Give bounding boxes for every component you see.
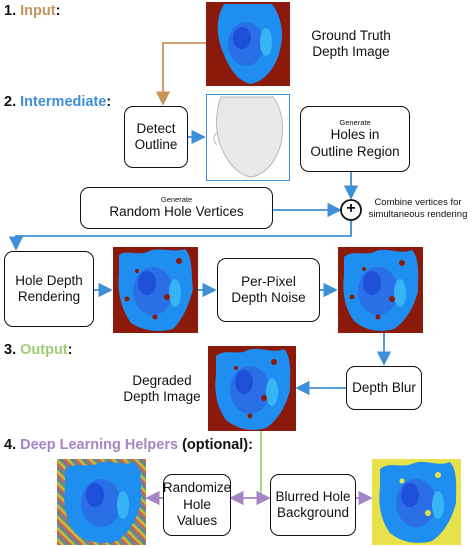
detect-outline-box: Detect Outline <box>124 106 188 168</box>
section-helpers-heading: 4. Deep Learning Helpers (optional): <box>4 437 253 453</box>
randomize-hole-values-box: Randomize Hole Values <box>163 474 231 536</box>
per-pixel-depth-noise-box: Per-Pixel Depth Noise <box>217 258 320 322</box>
blurred-hole-background-box: Blurred Hole Background <box>270 474 356 536</box>
plus-node <box>340 199 362 221</box>
degraded-label: Degraded Depth Image <box>123 373 201 405</box>
section-input-heading: 1. Input: <box>4 3 61 19</box>
hole-rendered-depth-image <box>113 247 198 333</box>
plus-symbol: + <box>346 200 356 217</box>
section-output-heading: 3. Output: <box>4 342 73 358</box>
arrow-input-to-detect <box>155 42 206 106</box>
section-intermediate-heading: 2. Intermediate: <box>4 94 112 110</box>
generate-holes-box: Generate Holes in Outline Region <box>300 106 410 172</box>
noisy-depth-image <box>338 247 423 333</box>
ground-truth-depth-image <box>206 2 290 86</box>
blurred-background-image <box>372 459 461 545</box>
degraded-depth-image <box>208 346 296 431</box>
ground-truth-label: Ground Truth Depth Image <box>311 28 391 60</box>
arrow-plus-to-hole-depth <box>8 221 352 251</box>
combine-label: Combine vertices for simultaneous render… <box>368 197 468 220</box>
outline-image <box>206 94 290 181</box>
hole-depth-rendering-box: Hole Depth Rendering <box>4 251 94 327</box>
randomized-hole-image <box>57 459 146 545</box>
random-hole-vertices-box: Generate Random Hole Vertices <box>80 187 273 229</box>
depth-blur-box: Depth Blur <box>346 366 422 410</box>
